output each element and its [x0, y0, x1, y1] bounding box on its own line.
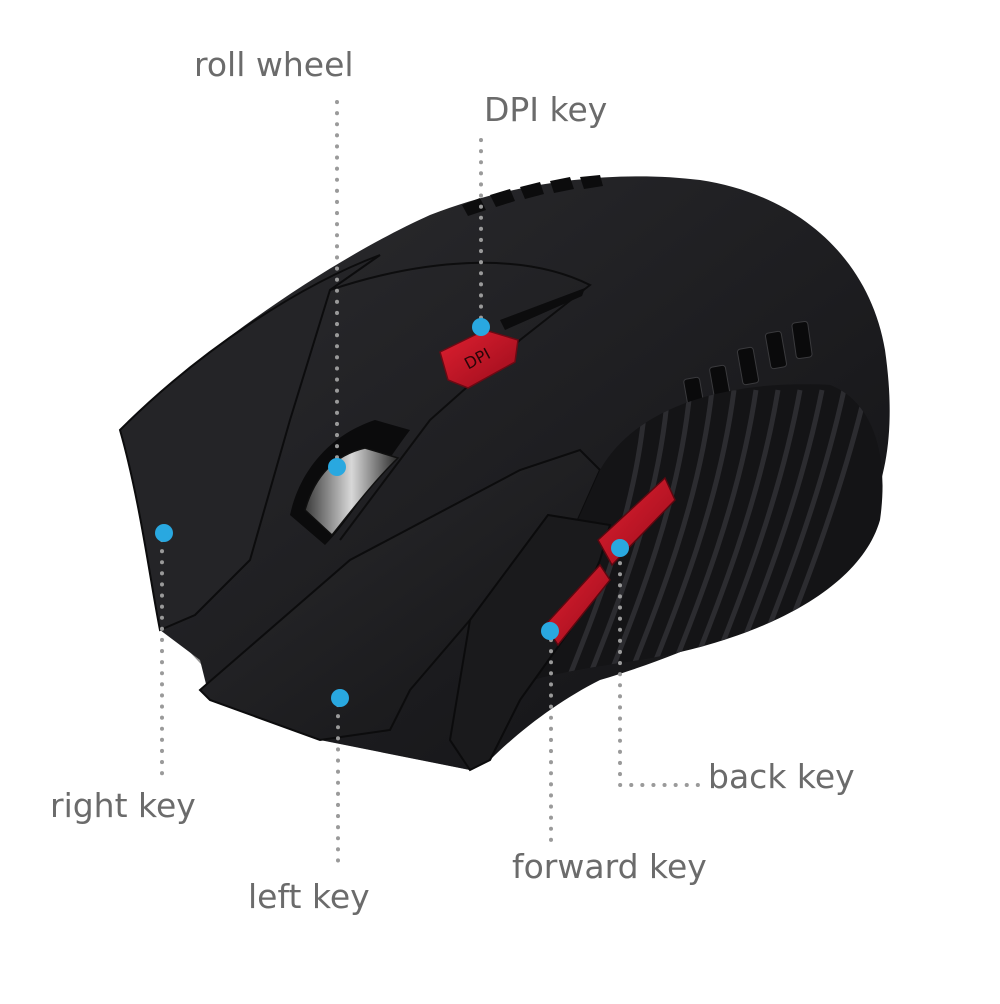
label-forward-key: forward key — [512, 847, 707, 886]
label-right-key: right key — [50, 786, 196, 825]
dpi-slot — [500, 288, 585, 330]
dot-left-key — [331, 689, 349, 707]
key-separator — [329, 261, 592, 541]
dot-dpi-key — [472, 318, 490, 336]
side-grip — [510, 384, 883, 690]
dpi-button[interactable]: DPI — [439, 329, 519, 389]
leader-lines — [160, 100, 702, 870]
leader-back-key — [618, 550, 702, 787]
dot-back-key — [611, 539, 629, 557]
label-back-key: back key — [708, 757, 855, 796]
thumb-button-panel — [448, 513, 612, 772]
label-dpi-key: DPI key — [484, 90, 608, 129]
callout-dots — [155, 318, 629, 707]
dot-roll-wheel — [328, 458, 346, 476]
label-left-key: left key — [248, 877, 370, 916]
dot-forward-key — [541, 622, 559, 640]
roll-wheel[interactable] — [304, 447, 400, 537]
dot-right-key — [155, 524, 173, 542]
label-roll-wheel: roll wheel — [194, 45, 354, 84]
top-vents — [462, 175, 603, 216]
